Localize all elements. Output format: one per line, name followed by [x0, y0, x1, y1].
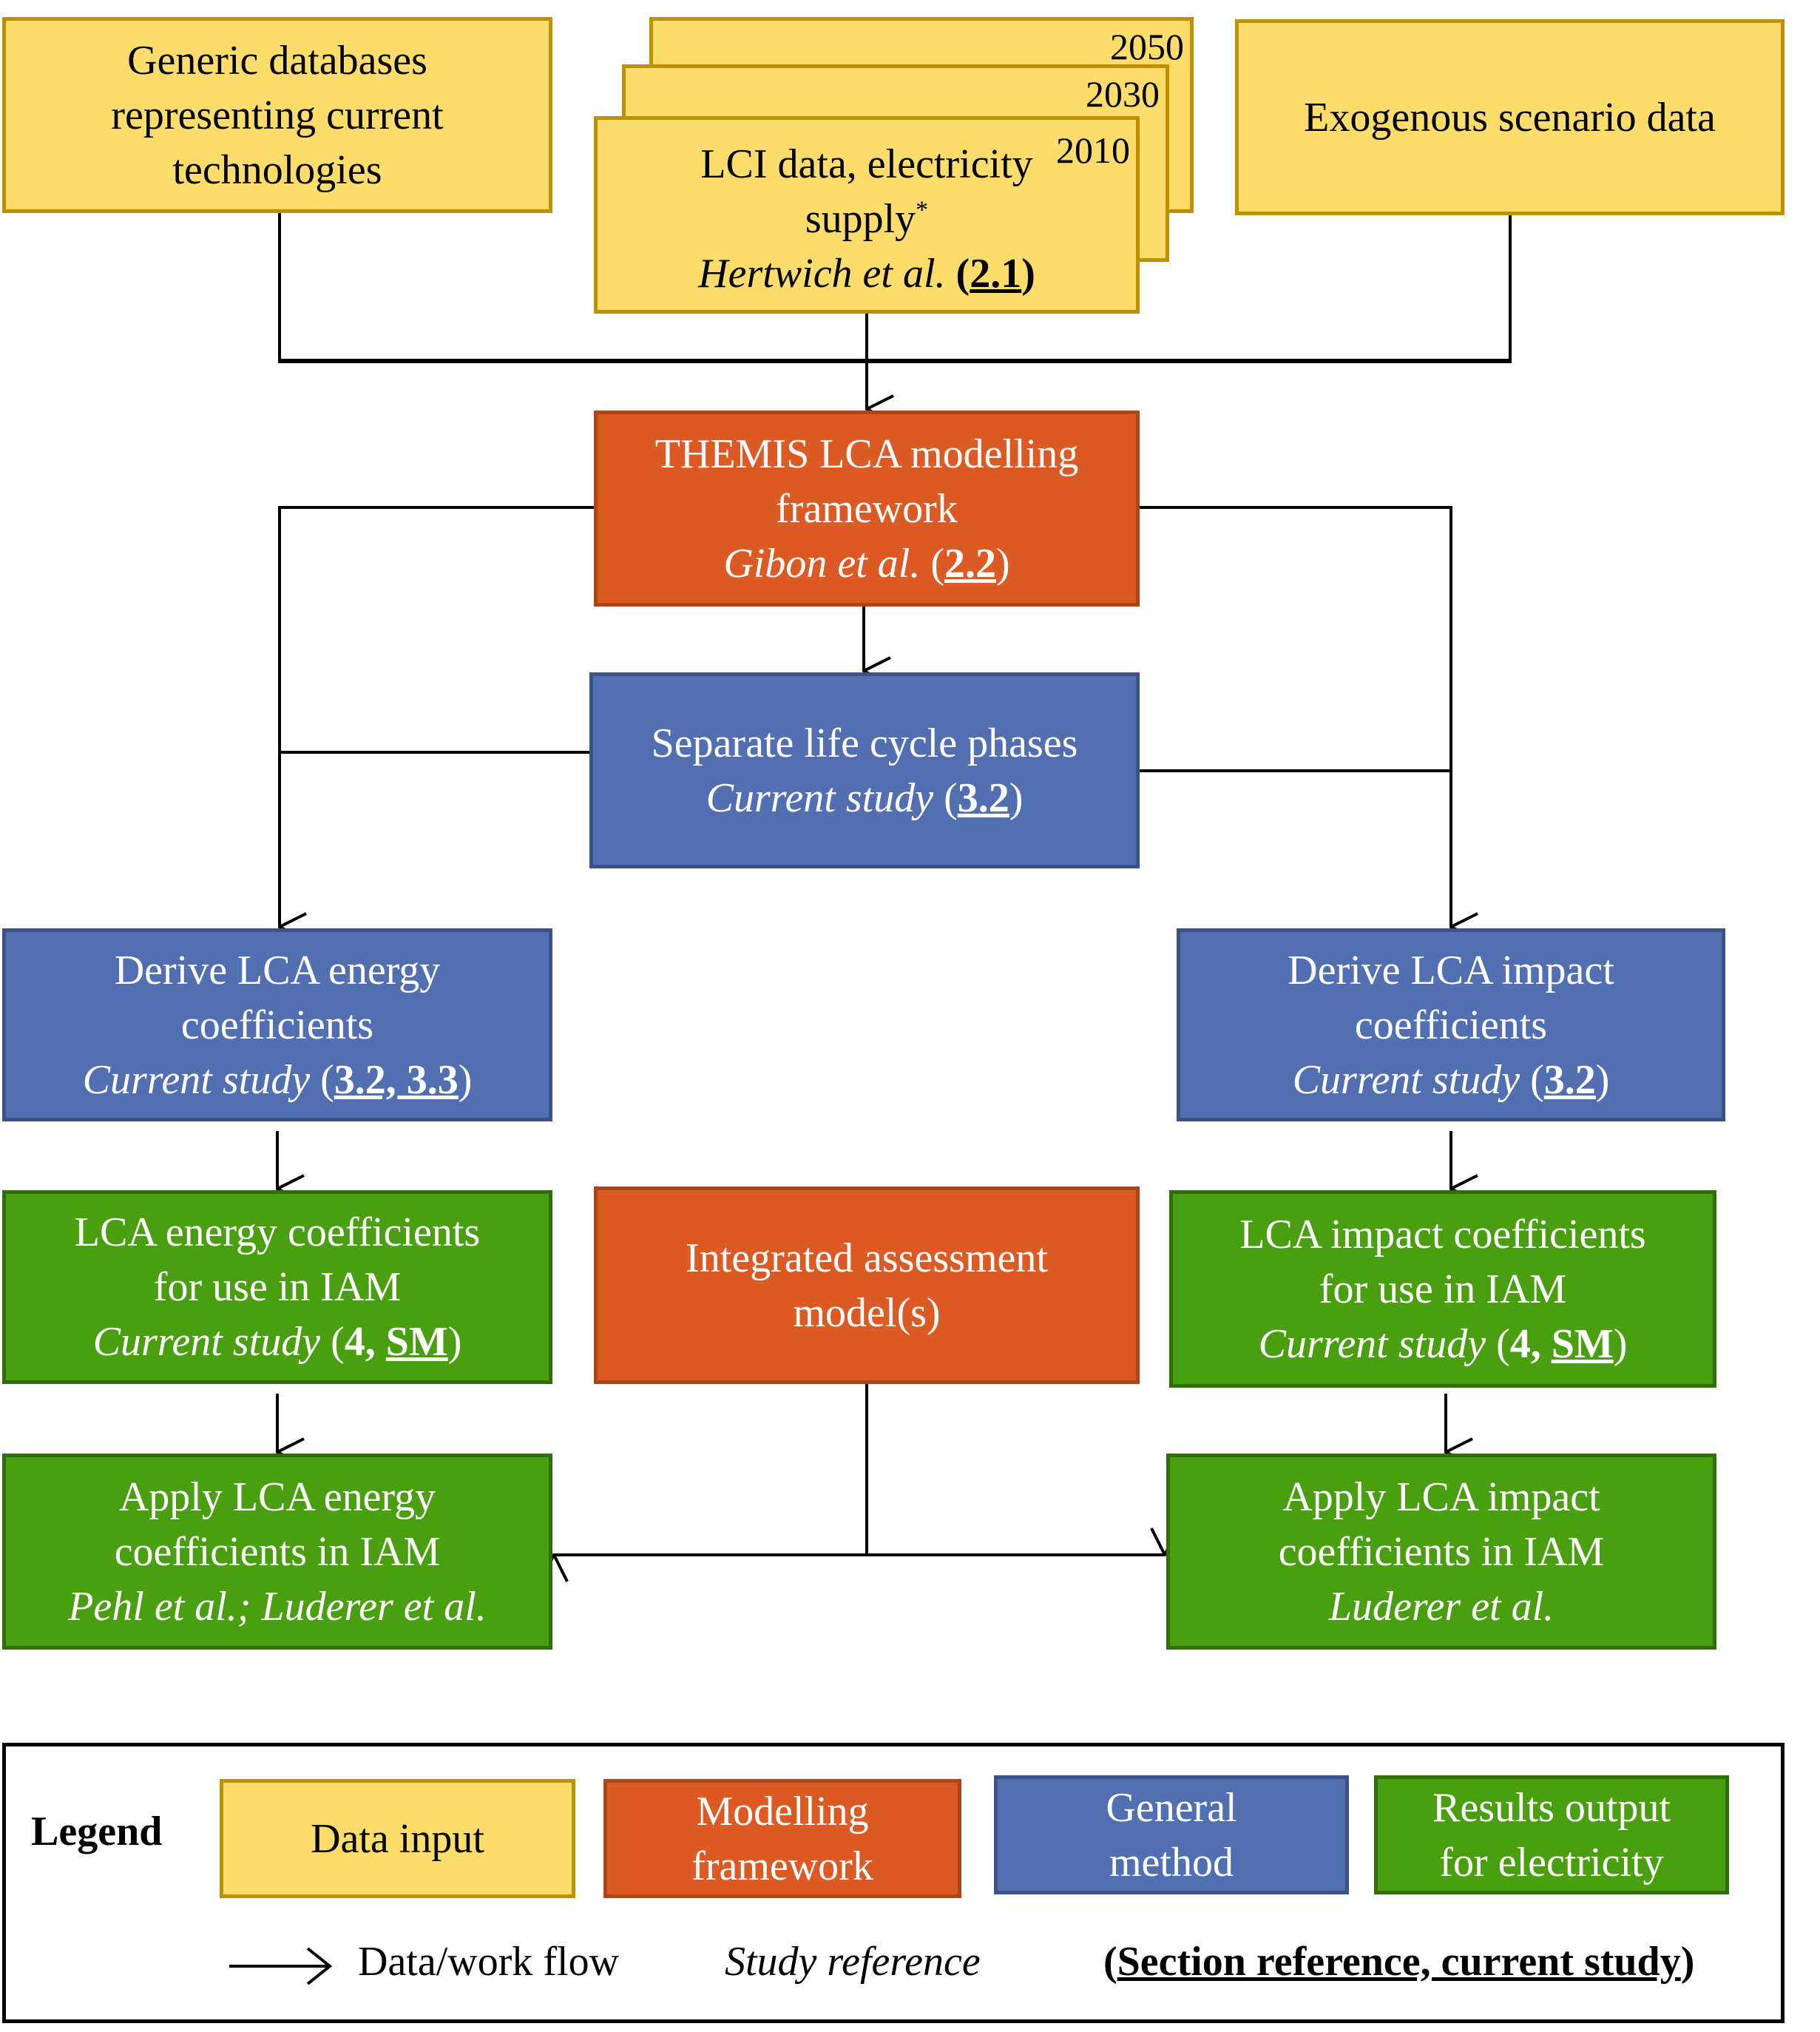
node-text-line: for use in IAM — [1319, 1266, 1567, 1312]
legend-label: Modelling — [696, 1788, 869, 1834]
node-reference: Hertwich et al. (2.1) — [698, 250, 1035, 297]
legend-swatch-modelling-framework: Modelling framework — [603, 1779, 961, 1898]
legend-swatch-data-input: Data input — [220, 1779, 575, 1898]
node-text-line: model(s) — [793, 1289, 941, 1336]
node-exogenous-scenario-data: Exogenous scenario data — [1235, 19, 1785, 215]
legend-label: Results output — [1432, 1784, 1671, 1831]
node-text-line: Integrated assessment — [686, 1235, 1048, 1281]
section-reference[interactable]: SM — [385, 1319, 448, 1365]
study-reference: Pehl et al.; Luderer et al. — [68, 1583, 487, 1630]
node-energy-coefficients-for-iam: LCA energy coefficients for use in IAM C… — [2, 1190, 552, 1384]
node-text-line: Derive LCA energy — [114, 947, 441, 993]
year-label-2050: 2050 — [1110, 26, 1184, 67]
study-reference: Current study — [1292, 1056, 1520, 1103]
section-reference[interactable]: 3.2, 3.3 — [334, 1056, 459, 1103]
study-reference: Current study — [92, 1319, 321, 1365]
node-text-line: coefficients — [1354, 1002, 1548, 1048]
node-impact-coefficients-for-iam: LCA impact coefficients for use in IAM C… — [1169, 1190, 1716, 1388]
node-derive-energy-coefficients: Derive LCA energy coefficients Current s… — [2, 928, 552, 1121]
node-text-line: supply* — [805, 192, 928, 246]
footnote-marker: * — [916, 195, 929, 223]
year-label-2030: 2030 — [1086, 73, 1160, 115]
node-text-line: Apply LCA energy — [118, 1474, 436, 1520]
node-apply-impact-coefficients: Apply LCA impact coefficients in IAM Lud… — [1166, 1454, 1716, 1650]
legend-study-reference-label: Study reference — [725, 1939, 981, 1985]
section-reference[interactable]: 3.2 — [1543, 1056, 1596, 1103]
node-apply-energy-coefficients: Apply LCA energy coefficients in IAM Peh… — [2, 1454, 552, 1650]
node-text-line: LCA impact coefficients — [1239, 1211, 1646, 1258]
node-text-line: for use in IAM — [153, 1264, 402, 1310]
node-text: supply — [805, 195, 916, 242]
node-derive-impact-coefficients: Derive LCA impact coefficients Current s… — [1177, 928, 1725, 1121]
node-text-line: Apply LCA impact — [1282, 1474, 1600, 1520]
node-reference: Current study (4, SM) — [92, 1319, 462, 1365]
node-reference: Current study (3.2) — [706, 774, 1024, 821]
node-text-line: coefficients in IAM — [114, 1528, 441, 1575]
node-reference: Gibon et al. (2.2) — [723, 540, 1010, 587]
node-text-line: Derive LCA impact — [1288, 947, 1614, 993]
node-text-line: LCI data, electricity — [700, 141, 1033, 187]
node-text-line: Separate life cycle phases — [651, 720, 1078, 766]
section-reference[interactable]: SM — [1551, 1320, 1614, 1367]
legend-swatch-general-method: General method — [994, 1775, 1349, 1894]
study-reference: Current study — [82, 1056, 311, 1103]
legend-swatch-results-output: Results output for electricity — [1374, 1775, 1729, 1894]
legend-label: framework — [691, 1843, 873, 1889]
study-reference: Luderer et al. — [1328, 1583, 1555, 1630]
section-number: 4, — [344, 1319, 386, 1365]
legend-arrow-icon — [229, 1947, 333, 1985]
node-reference: Current study (4, SM) — [1258, 1320, 1628, 1367]
node-text-line: representing current — [111, 92, 444, 138]
legend-label: for electricity — [1439, 1839, 1664, 1886]
node-generic-databases: Generic databases representing current t… — [2, 17, 552, 213]
node-reference: Current study (3.2, 3.3) — [82, 1056, 473, 1103]
node-text-line: THEMIS LCA modelling — [654, 431, 1079, 477]
node-text-line: LCA energy coefficients — [74, 1209, 481, 1255]
section-number: 4, — [1509, 1320, 1552, 1367]
node-text-line: technologies — [172, 146, 382, 193]
node-themis-framework: THEMIS LCA modelling framework Gibon et … — [594, 411, 1140, 607]
legend-label: General — [1106, 1784, 1237, 1831]
legend-title: Legend — [31, 1809, 163, 1854]
node-text-line: coefficients — [180, 1002, 374, 1048]
year-label-2010: 2010 — [1056, 129, 1130, 171]
node-integrated-assessment-models: Integrated assessment model(s) — [594, 1187, 1140, 1384]
node-text-line: framework — [776, 485, 958, 532]
node-text-line: Exogenous scenario data — [1304, 94, 1716, 141]
node-reference: Current study (3.2) — [1292, 1056, 1610, 1103]
node-text-line: coefficients in IAM — [1278, 1528, 1605, 1575]
legend — [2, 1743, 1785, 2023]
node-lci-data-electricity: 2010 LCI data, electricity supply* Hertw… — [594, 116, 1140, 314]
study-reference: Current study — [706, 774, 934, 821]
study-reference: Current study — [1258, 1320, 1486, 1367]
study-reference: Gibon et al. — [723, 540, 921, 587]
section-reference[interactable]: 2.2 — [944, 540, 996, 587]
section-reference[interactable]: 2.1 — [970, 250, 1022, 297]
legend-section-reference-text: Section reference, current study — [1117, 1939, 1681, 1985]
legend-label: Data input — [311, 1815, 484, 1862]
legend-flow-label: Data/work flow — [358, 1939, 620, 1985]
node-separate-life-cycle-phases: Separate life cycle phases Current study… — [589, 672, 1140, 868]
study-reference: Hertwich et al. — [698, 250, 946, 297]
legend-label: method — [1109, 1839, 1234, 1886]
section-reference[interactable]: 3.2 — [957, 774, 1009, 821]
node-text-line: Generic databases — [127, 37, 427, 84]
legend-section-reference-label: (Section reference, current study) — [1103, 1939, 1695, 1985]
